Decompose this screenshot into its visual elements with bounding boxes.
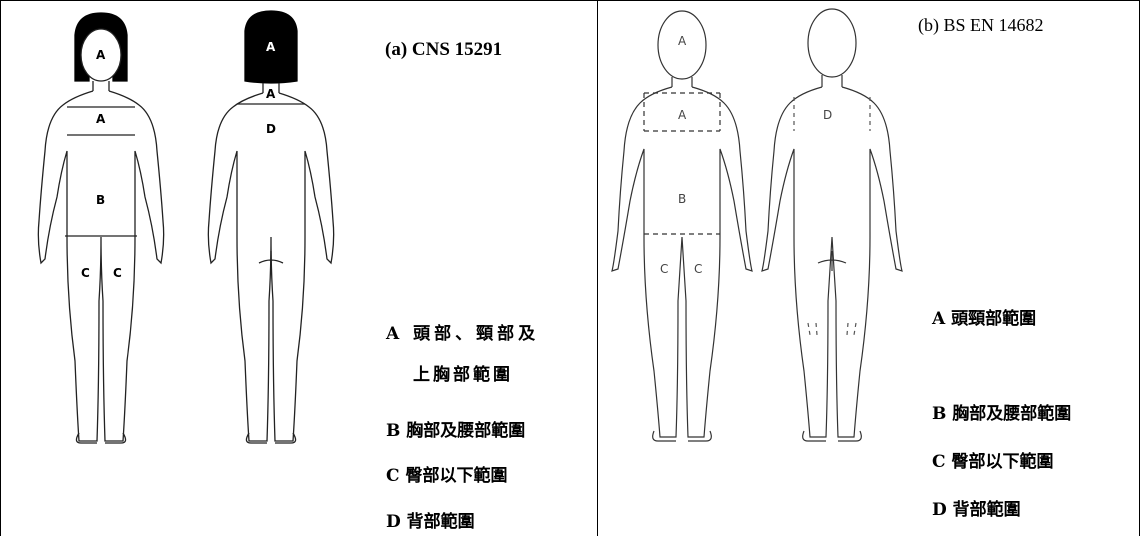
back-figure-a	[208, 11, 333, 443]
front-figure-a	[38, 13, 163, 443]
back-figure-b	[762, 9, 902, 441]
back-label-b: D	[823, 108, 832, 122]
legend-b-line-2: B 胸部及腰部範圍	[932, 399, 1071, 424]
back-dividers-b	[794, 97, 870, 335]
legend-a-line-4: C 臀部以下範圍	[386, 461, 507, 486]
front-body-outline-b	[612, 87, 752, 437]
legend-b-line-1: A 頭頸部範圍	[932, 304, 1036, 329]
back-neck-label: A	[266, 87, 276, 101]
back-head-label: A	[266, 40, 276, 54]
front-chest-label: B	[96, 193, 105, 207]
front-head-label-b: A	[678, 34, 687, 48]
front-upper-chest-label-b: A	[678, 108, 687, 122]
back-label: D	[266, 122, 276, 136]
panel-bs-en-14682: A A B C C D (b) BS EN 14682 A 頭頸部範圍 B 胸部…	[598, 0, 1140, 536]
caption-b: (b) BS EN 14682	[918, 15, 1044, 36]
front-leg-left-label: C	[81, 266, 90, 280]
front-chest-label-b: B	[678, 192, 686, 206]
panel-cns-15291: A A B C C A A D (a) CNS 15291 A 頭部、頸部及 上…	[0, 0, 598, 536]
bs-body-diagram: A A B C C D	[598, 1, 1140, 537]
legend-b-line-3: C 臀部以下範圍	[932, 447, 1053, 472]
front-body-outline	[38, 91, 163, 441]
front-upper-chest-label: A	[96, 112, 106, 126]
caption-a: (a) CNS 15291	[385, 39, 502, 61]
legend-a-line-5: D 背部範圍	[386, 507, 475, 532]
back-head-b	[808, 9, 856, 77]
front-head-label: A	[96, 48, 106, 62]
front-leg-right-label: C	[113, 266, 122, 280]
cns-body-diagram: A A B C C A A D	[1, 1, 599, 537]
front-figure-b	[612, 11, 752, 441]
legend-a-line-2: 上胸部範圍	[413, 360, 513, 385]
legend-a-line-3: B 胸部及腰部範圍	[386, 416, 525, 441]
front-leg-right-label-b: C	[694, 262, 702, 276]
legend-a-line-1: A 頭部、頸部及	[386, 319, 539, 344]
legend-b-line-4: D 背部範圍	[932, 495, 1021, 520]
front-leg-left-label-b: C	[660, 262, 668, 276]
